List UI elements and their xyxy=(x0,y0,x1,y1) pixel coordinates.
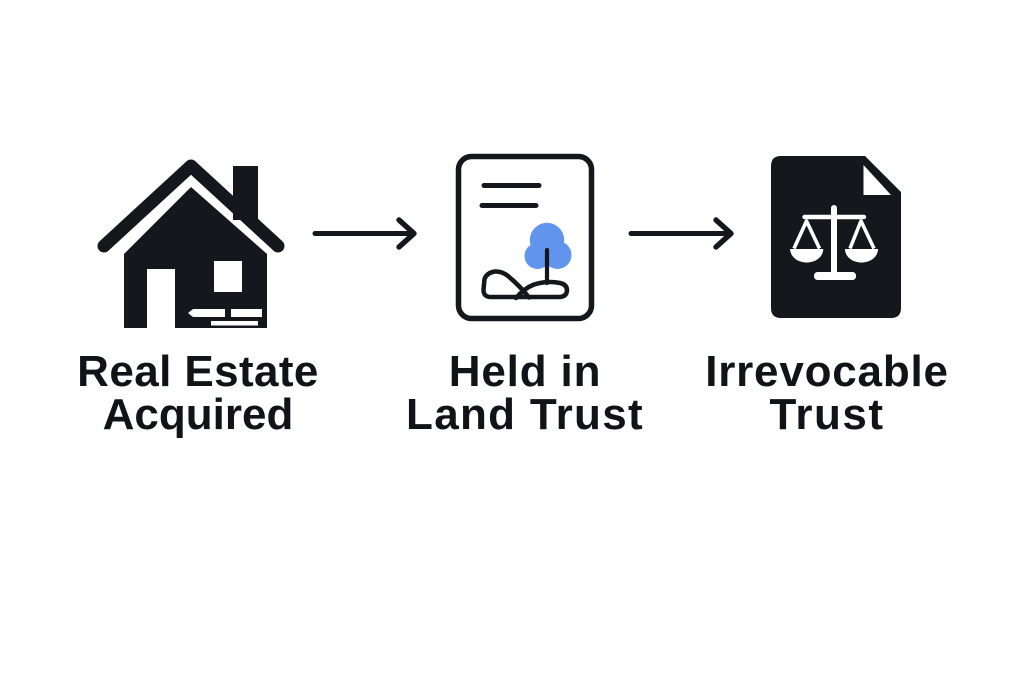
step-label-held-in-land-trust: Held in Land Trust xyxy=(345,346,705,439)
label-line: Held in xyxy=(448,346,602,396)
label-line: Real Estate xyxy=(77,346,319,396)
deed-page xyxy=(455,153,595,322)
label-line: Acquired xyxy=(102,389,294,439)
label-line: Land Trust xyxy=(406,389,644,439)
house-roof xyxy=(97,159,285,253)
tree-crown xyxy=(524,222,572,269)
arrow-right-icon xyxy=(310,214,418,254)
house-slit-2 xyxy=(231,309,262,317)
land-ground xyxy=(481,269,570,301)
scales-of-justice-icon xyxy=(790,205,879,280)
step-label-irrevocable-trust: Irrevocable Trust xyxy=(647,346,1007,439)
house-slit-1 xyxy=(188,309,225,317)
land-trust-deed-icon xyxy=(452,150,598,326)
label-line: Trust xyxy=(769,389,885,439)
arrow-right-icon xyxy=(626,214,736,254)
irrevocable-trust-document-icon xyxy=(766,150,906,324)
step-label-real-estate-acquired: Real Estate Acquired xyxy=(18,346,378,439)
house-door xyxy=(147,269,175,328)
house-slit-3 xyxy=(211,321,258,326)
house-window xyxy=(214,261,242,292)
label-line: Irrevocable xyxy=(705,346,949,396)
document-fold-corner xyxy=(863,165,891,195)
house-icon xyxy=(94,154,290,334)
